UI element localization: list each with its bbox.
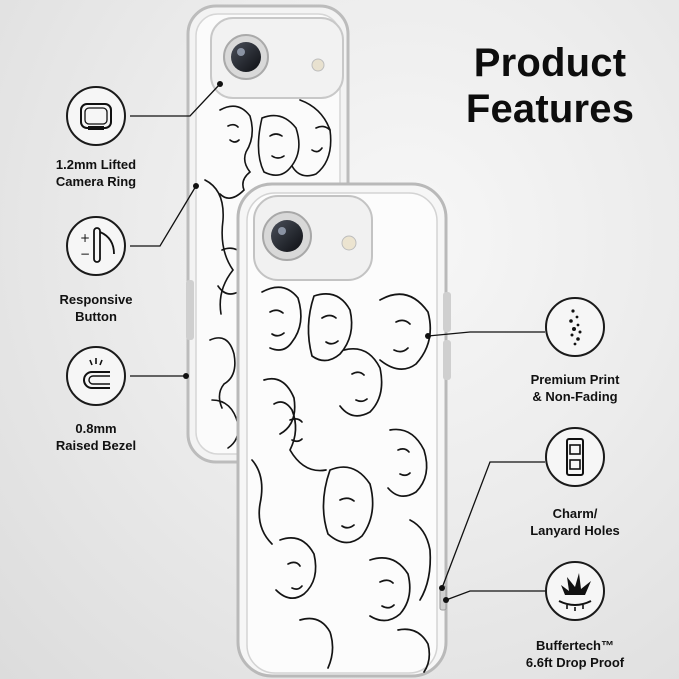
feature-camera-ring-label: 1.2mm Lifted Camera Ring [55, 157, 137, 189]
feature-bezel-label: 0.8mm Raised Bezel [55, 421, 137, 453]
title-line-2: Features [465, 87, 635, 131]
svg-text:−: − [80, 247, 90, 261]
lanyard-hole-icon [545, 427, 605, 487]
feature-button-label: Responsive Button [59, 292, 133, 324]
impact-shield-icon [545, 561, 605, 621]
svg-text:+: + [80, 231, 90, 245]
bezel-icon [66, 346, 126, 406]
sparkle-print-icon [545, 297, 605, 357]
camera-ring-icon [66, 86, 126, 146]
feature-lanyard-label: Charm/ Lanyard Holes [530, 506, 620, 538]
product-features-title: Product Features [440, 40, 660, 132]
feature-drop-label: Buffertech™ 6.6ft Drop Proof [525, 638, 625, 670]
button-icon: + − [66, 216, 126, 276]
feature-print-label: Premium Print & Non-Fading [530, 372, 620, 404]
title-line-1: Product [473, 41, 627, 85]
front-phone [236, 182, 451, 678]
